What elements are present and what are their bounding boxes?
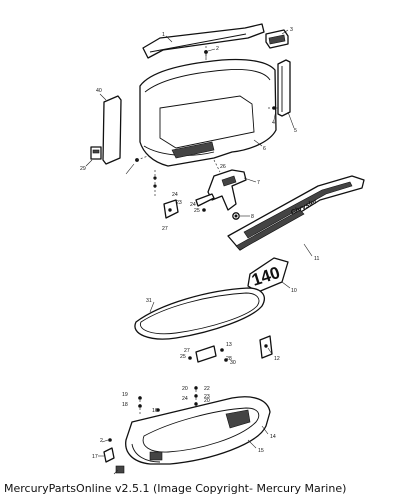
callout-18: 18	[122, 402, 128, 408]
copyright-caption: MercuryPartsOnline v2.5.1 (Image Copyrig…	[4, 482, 347, 495]
leader-lines	[85, 29, 313, 475]
hp-decal: 140	[247, 257, 289, 293]
callout-10: 10	[291, 288, 297, 294]
badge	[90, 146, 102, 160]
side-decal: Chrysler	[227, 175, 365, 251]
lever-link	[195, 193, 215, 212]
callout-40: 40	[96, 88, 102, 94]
upper-cowl	[139, 58, 277, 167]
callout-28: 28	[226, 356, 232, 362]
hp-decal-text: 140	[249, 263, 282, 290]
callout-19: 19	[122, 392, 128, 398]
small-bracket	[163, 199, 179, 219]
callout-20: 20	[204, 398, 210, 404]
callout-13: 13	[226, 342, 232, 348]
callout-24: 24	[190, 202, 196, 208]
callout-22: 22	[204, 386, 210, 392]
latch-knob	[232, 212, 240, 220]
callout-11: 11	[314, 256, 319, 262]
callout-16: 16	[152, 408, 158, 414]
top-trim-strip	[142, 23, 265, 59]
callout-6: 6	[263, 146, 266, 152]
catch-plate	[188, 345, 228, 363]
grommet	[115, 465, 125, 474]
callout-12: 12	[274, 356, 280, 362]
callout-23: 23	[176, 200, 182, 206]
callout-26: 26	[220, 164, 226, 170]
callout-1: 1	[162, 32, 165, 38]
callout-20: 20	[182, 386, 188, 392]
vent-clip	[265, 29, 289, 49]
side-trim-rail	[277, 59, 291, 117]
callout-31: 31	[146, 298, 152, 304]
callout-15: 15	[258, 448, 264, 454]
callout-25: 25	[180, 354, 186, 360]
callout-3: 3	[290, 27, 293, 33]
callout-2: 2	[216, 46, 219, 52]
callout-29: 29	[80, 166, 86, 172]
lower-cowl-pan	[125, 396, 271, 465]
callout-27: 27	[162, 226, 168, 232]
clip	[103, 447, 115, 463]
callout-4: 4	[272, 120, 275, 126]
callout-8: 8	[251, 214, 254, 220]
callout-27: 27	[184, 348, 190, 354]
callout-17: 17	[92, 454, 98, 460]
side-panel	[102, 95, 122, 165]
callout-23: 23	[204, 394, 210, 400]
callout-24: 24	[182, 396, 188, 402]
latch-bracket	[207, 169, 247, 211]
seal-ring	[134, 287, 265, 340]
callout-14: 14	[270, 434, 276, 440]
callout-30: 30	[230, 360, 236, 366]
callout-24: 24	[172, 192, 178, 198]
callout-25: 25	[194, 208, 200, 214]
callout-7: 7	[257, 180, 260, 186]
callout-2: 2	[100, 438, 103, 444]
screw	[135, 155, 149, 162]
latch-hook	[259, 335, 273, 359]
callout-5: 5	[294, 128, 297, 134]
screw	[204, 50, 208, 58]
